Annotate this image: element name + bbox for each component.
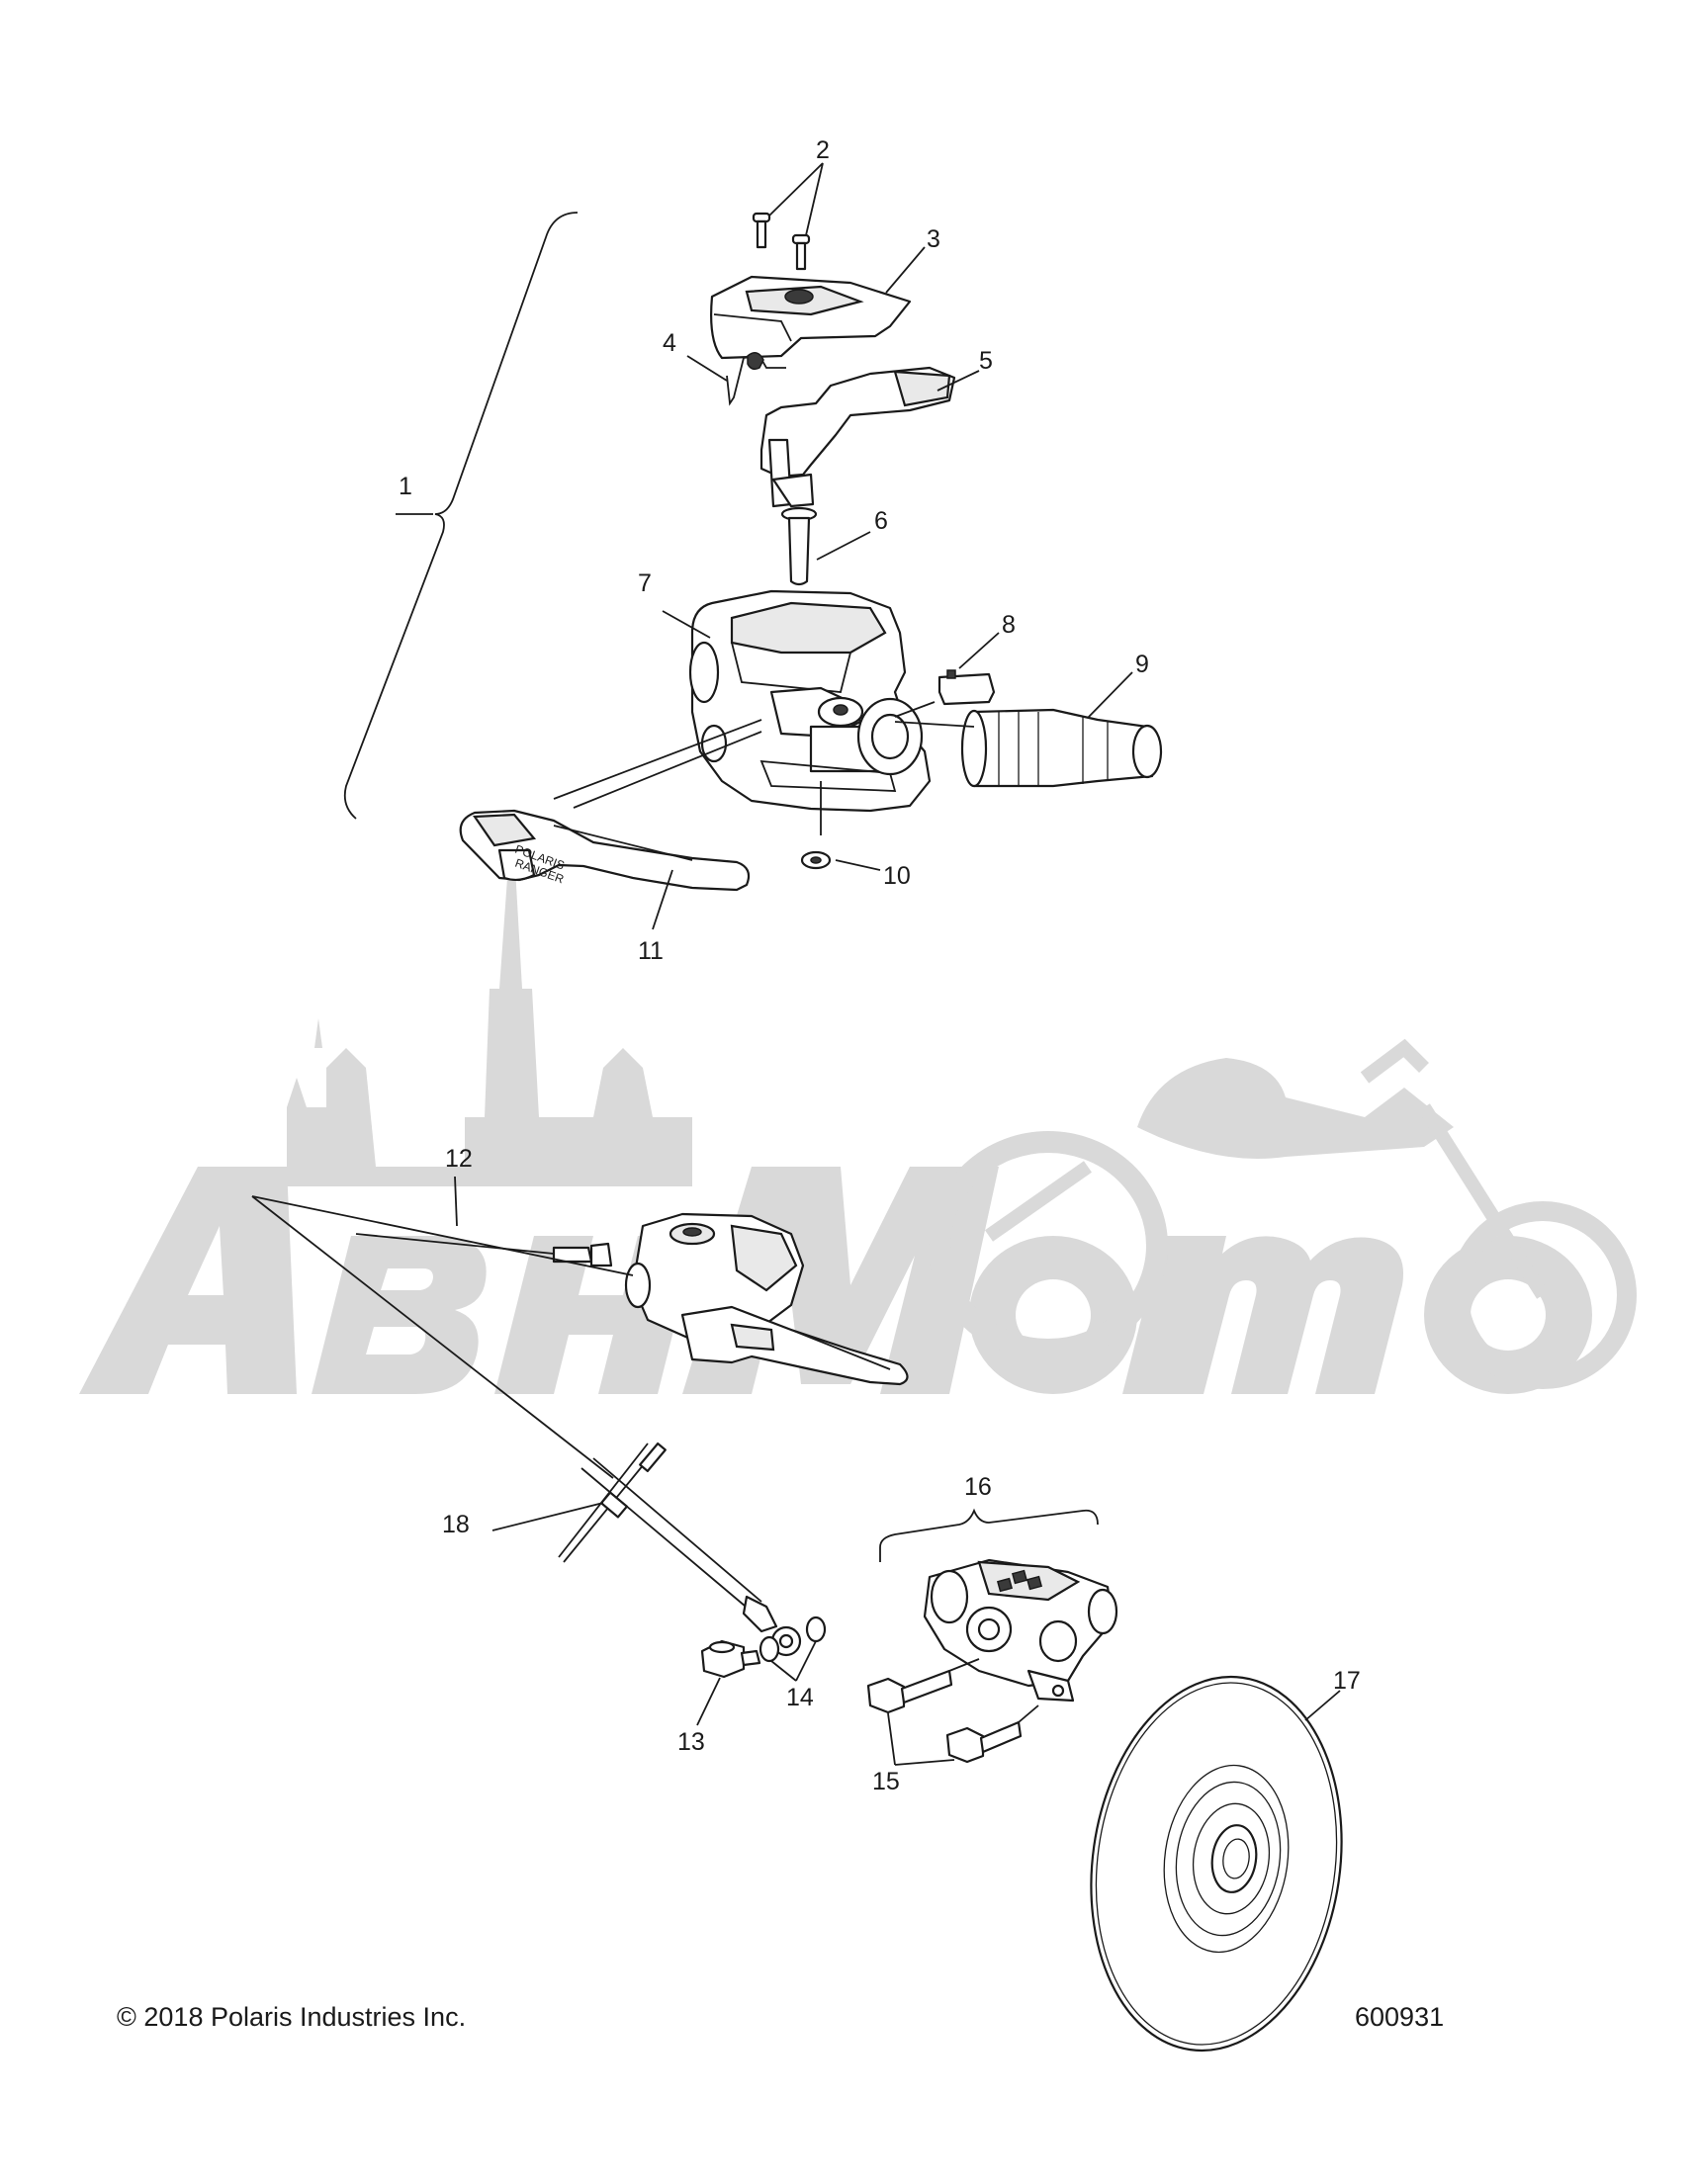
pivot-pin-part-6 [780,506,871,586]
label-2: 2 [816,136,830,164]
label-5: 5 [979,347,993,375]
master-cylinder-assembly [624,1212,909,1386]
label-17: 17 [1333,1667,1361,1695]
clip-part-10 [800,781,881,871]
brake-switch-part-8 [894,632,1000,718]
caliper-bolts-part-15 [866,1658,1039,1766]
caliper-bracket-16 [879,1508,1099,1562]
master-cylinder-body-part-7 [662,589,932,813]
label-6: 6 [874,507,888,535]
label-12: 12 [445,1145,473,1173]
sleeve-part-9 [894,671,1163,788]
label-4: 4 [663,329,676,357]
brake-caliper-part-16 [923,1558,1118,1703]
assembly-bracket [343,212,579,820]
spring-part-4 [686,352,786,406]
label-8: 8 [1002,611,1016,639]
label-9: 9 [1135,651,1149,678]
washers-part-14 [758,1616,827,1682]
brake-disc-part-17 [1090,1675,1343,2053]
label-11: 11 [638,937,664,965]
label-1: 1 [399,473,412,500]
label-18: 18 [442,1511,470,1538]
banjo-bolt-part-13 [696,1639,761,1726]
leader-line-12a [251,1195,634,1276]
label-14: 14 [786,1684,814,1711]
label-10: 10 [883,862,911,890]
label-3: 3 [927,225,940,253]
brake-line-part-12 [355,1176,613,1267]
figure-id: 600931 [1355,2002,1445,2032]
reservoir-cover-part-3 [710,246,926,360]
watermark-logo [79,850,1637,1394]
actuator-lever-part-5 [759,366,980,508]
label-16: 16 [964,1473,992,1501]
screw-part-2 [752,162,824,271]
label-13: 13 [677,1728,705,1756]
copyright-text: © 2018 Polaris Industries Inc. [117,2002,467,2032]
part-labels: 1 2 3 4 5 6 7 8 9 10 11 12 13 14 15 16 1… [399,136,1361,1795]
hand-lever-part-11: POLARIS RANGER [459,719,762,930]
label-15: 15 [872,1768,900,1795]
leader-line-12b [251,1195,614,1479]
label-7: 7 [638,569,652,597]
brake-hose-part-18 [491,1441,802,1657]
